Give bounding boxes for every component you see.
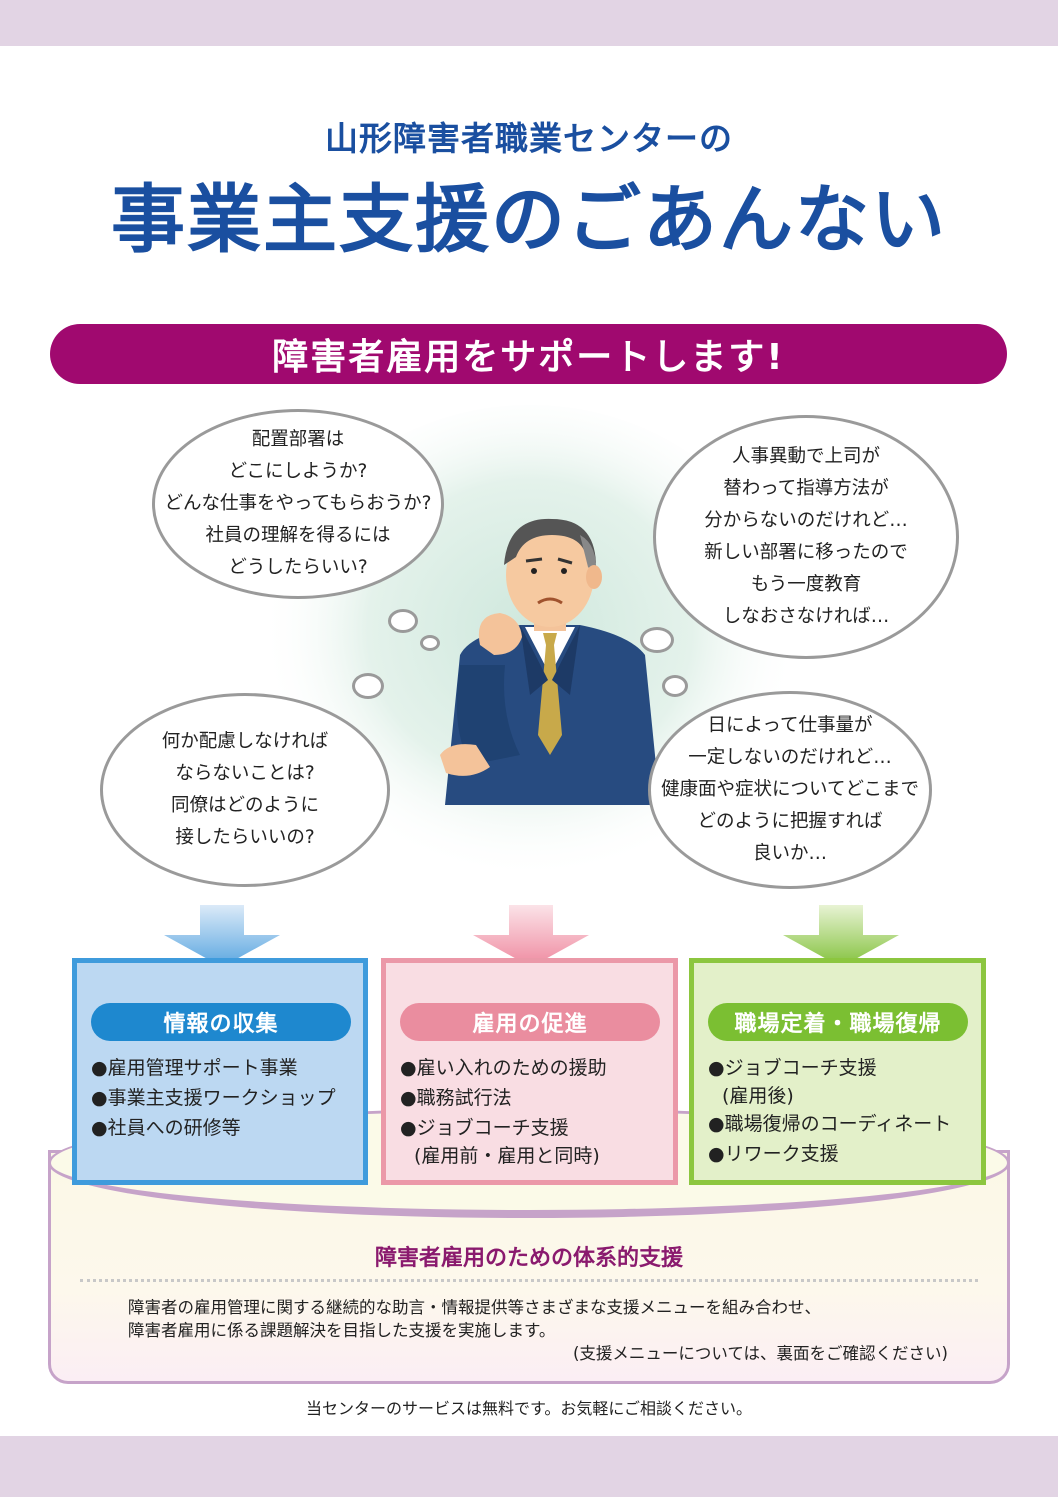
- bubble-line: 分からないのだけれど…: [704, 510, 908, 531]
- bubble-line: 同僚はどのように: [170, 795, 319, 816]
- list-item: ●ジョブコーチ支援 (雇用後): [708, 1053, 951, 1109]
- card-list: ●雇用管理サポート事業 ●事業主支援ワークショップ ●社員への研修等: [91, 1053, 336, 1143]
- bubble-line: どんな仕事をやってもらおうか?: [164, 493, 432, 514]
- bubble-bottom-left: 何か配慮しなければならないことは? 同僚はどのように接したらいいの?: [100, 693, 390, 887]
- businessman-illustration: [440, 518, 660, 805]
- list-item: ●職場復帰のコーディネート: [708, 1109, 951, 1139]
- list-item-text: ●ジョブコーチ支援: [400, 1117, 569, 1139]
- arrow-down-blue: [164, 905, 280, 967]
- bubble-line: 社員の理解を得るには: [205, 525, 391, 546]
- arrow-down-pink: [473, 905, 589, 967]
- bubble-line: 新しい部署に移ったので: [704, 542, 908, 563]
- list-item: ●リワーク支援: [708, 1139, 951, 1169]
- list-item-text: ●社員への研修等: [91, 1117, 241, 1139]
- card-retention: 職場定着・職場復帰 ●ジョブコーチ支援 (雇用後) ●職場復帰のコーディネート ●リワ…: [689, 958, 986, 1185]
- bubble-tail-dot: [640, 627, 674, 653]
- list-item: ●雇い入れのための援助: [400, 1053, 607, 1083]
- list-item-text: ●リワーク支援: [708, 1143, 839, 1165]
- card-employment: 雇用の促進 ●雇い入れのための援助 ●職務試行法 ●ジョブコーチ支援 (雇用前・雇用と…: [381, 958, 678, 1185]
- support-banner: 障害者雇用をサポートします!: [50, 324, 1007, 384]
- list-item: ●社員への研修等: [91, 1113, 336, 1143]
- bubble-bottom-right: 日によって仕事量が一定しないのだけれど… 健康面や症状についてどこまでどのように把…: [648, 691, 932, 889]
- description-line: 障害者雇用に係る課題解決を目指した支援を実施します。: [128, 1321, 556, 1340]
- system-description: 障害者の雇用管理に関する継続的な助言・情報提供等さまざまな支援メニューを組み合わ…: [128, 1296, 948, 1365]
- bubble-line: 日によって仕事量が: [707, 715, 873, 736]
- card-title: 情報の収集: [91, 1003, 351, 1041]
- bubble-line: どのように把握すれば: [697, 811, 883, 832]
- list-item-text: ●雇用管理サポート事業: [91, 1057, 298, 1079]
- bubble-line: ならないことは?: [175, 763, 315, 784]
- list-item-text: ●ジョブコーチ支援: [708, 1057, 877, 1079]
- bubble-top-left: 配置部署はどこにしようか? どんな仕事をやってもらおうか? 社員の理解を得るにはどう…: [152, 409, 444, 599]
- list-item-text: ●職場復帰のコーディネート: [708, 1113, 952, 1135]
- bubble-line: 何か配慮しなければ: [161, 731, 329, 752]
- card-list: ●雇い入れのための援助 ●職務試行法 ●ジョブコーチ支援 (雇用前・雇用と同時): [400, 1053, 607, 1169]
- bubble-line: 接したらいいの?: [175, 827, 315, 848]
- list-item: ●雇用管理サポート事業: [91, 1053, 336, 1083]
- page-title: 事業主支援のごあんない: [111, 177, 947, 263]
- bubble-line: 一定しないのだけれど…: [688, 747, 892, 768]
- bubble-line: 替わって指導方法が: [723, 478, 889, 499]
- bubble-line: 健康面や症状についてどこまで: [661, 779, 919, 800]
- bubble-line: どこにしようか?: [228, 461, 368, 482]
- bubble-tail-dot: [352, 673, 384, 699]
- list-item-text: ●雇い入れのための援助: [400, 1057, 607, 1079]
- card-title: 職場定着・職場復帰: [708, 1003, 968, 1041]
- bubble-line: どうしたらいい?: [228, 557, 368, 578]
- list-item: ●事業主支援ワークショップ: [91, 1083, 336, 1113]
- page-subtitle: 山形障害者職業センターの: [325, 119, 733, 158]
- list-item-text: ●事業主支援ワークショップ: [91, 1087, 336, 1109]
- bubble-line: 配置部署は: [251, 429, 345, 450]
- bubble-tail-dot: [662, 675, 688, 697]
- top-band: [0, 0, 1058, 46]
- bubble-line: しなおさなければ…: [722, 606, 890, 627]
- bubble-line: 良いか…: [752, 843, 827, 864]
- bubble-top-right: 人事異動で上司が替わって指導方法が分からないのだけれど… 新しい部署に移ったのでも…: [653, 415, 959, 659]
- card-information: 情報の収集 ●雇用管理サポート事業 ●事業主支援ワークショップ ●社員への研修等: [72, 958, 368, 1185]
- list-item-subtext: (雇用前・雇用と同時): [414, 1145, 600, 1167]
- description-note: (支援メニューについては、裏面をご確認ください): [572, 1344, 948, 1363]
- bubble-tail-dot: [388, 609, 418, 633]
- list-item: ●ジョブコーチ支援 (雇用前・雇用と同時): [400, 1113, 607, 1169]
- dotted-divider: [80, 1279, 978, 1282]
- bubble-tail-dot: [420, 635, 440, 651]
- bottom-band: [0, 1436, 1058, 1497]
- card-list: ●ジョブコーチ支援 (雇用後) ●職場復帰のコーディネート ●リワーク支援: [708, 1053, 951, 1169]
- arrow-down-green: [783, 905, 899, 967]
- list-item: ●職務試行法: [400, 1083, 607, 1113]
- description-line: 障害者の雇用管理に関する継続的な助言・情報提供等さまざまな支援メニューを組み合わ…: [128, 1298, 821, 1317]
- card-title: 雇用の促進: [400, 1003, 660, 1041]
- footer-note: 当センターのサービスは無料です。お気軽にご相談ください。: [305, 1399, 753, 1418]
- concerns-scene: 配置部署はどこにしようか? どんな仕事をやってもらおうか? 社員の理解を得るにはどう…: [0, 395, 1058, 915]
- system-title: 障害者雇用のための体系的支援: [374, 1246, 683, 1271]
- list-item-text: ●職務試行法: [400, 1087, 512, 1109]
- bubble-line: もう一度教育: [750, 574, 862, 595]
- list-item-subtext: (雇用後): [722, 1085, 794, 1107]
- bubble-line: 人事異動で上司が: [731, 446, 880, 467]
